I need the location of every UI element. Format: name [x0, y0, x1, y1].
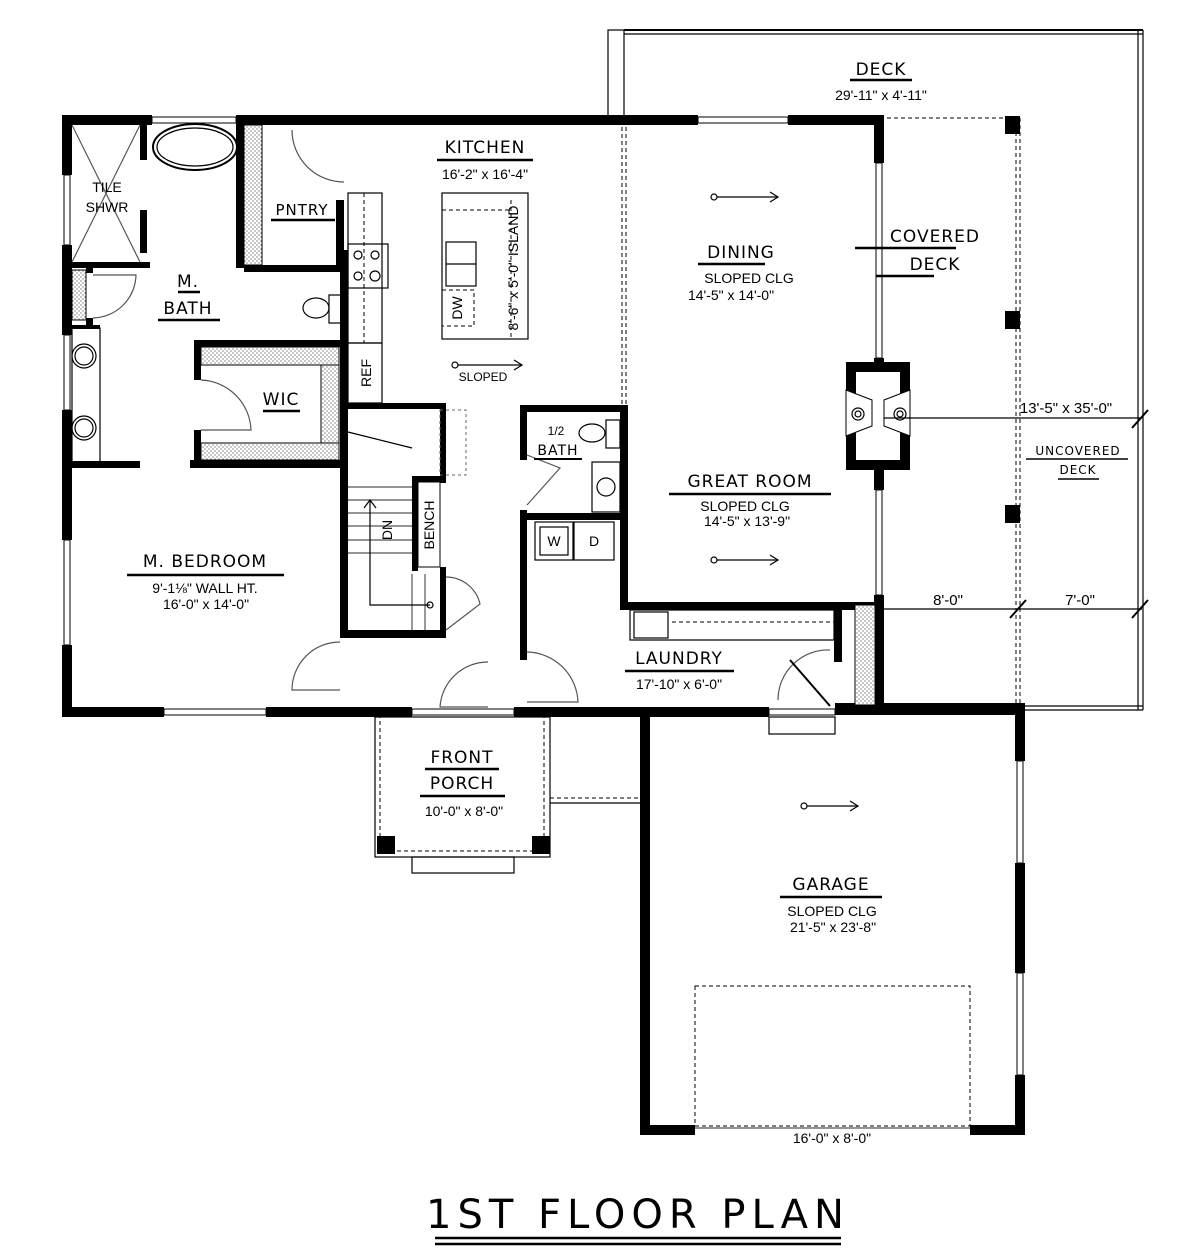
uncovered-deck-size: 13'-5" x 35'-0" [1020, 400, 1112, 417]
master-bedroom-wall-height: 9'-1⅛" WALL HT. [152, 580, 257, 596]
kitchen-size: 16'-2" x 16'-4" [442, 166, 528, 182]
bench-label: BENCH [421, 500, 437, 549]
fireplace [845, 362, 911, 470]
plan-title: 1ST FLOOR PLAN [426, 1192, 850, 1238]
covered-deck-line1: COVERED [890, 227, 980, 247]
dimension-lines [884, 409, 1149, 619]
wic-name: WIC [263, 390, 300, 410]
master-bath-line1: M. [177, 272, 199, 292]
deck-outline [607, 29, 1144, 711]
garage-size: 21'-5" x 23'-8" [790, 919, 876, 935]
plan-title-block: 1ST FLOOR PLAN [426, 1192, 850, 1246]
garage-door-size: 16'-0" x 8'-0" [793, 1130, 871, 1146]
deck-name: DECK [856, 60, 907, 80]
dryer-label: D [589, 533, 599, 549]
slope-arrows [451, 191, 860, 812]
kitchen-island [441, 192, 529, 340]
front-porch-line1: FRONT [430, 748, 493, 768]
great-room-ceiling: SLOPED CLG [700, 498, 789, 514]
dining-name: DINING [707, 243, 775, 263]
front-porch-size: 10'-0" x 8'-0" [425, 803, 503, 819]
garage-name: GARAGE [792, 875, 869, 895]
interior-walls [70, 118, 882, 708]
uncovered-deck-line1: UNCOVERED [1035, 444, 1120, 458]
garage-walls [640, 703, 1025, 1135]
great-room-size: 14'-5" x 13'-9" [704, 513, 790, 529]
deck-post [1005, 505, 1020, 523]
stairs-down-label: DN [379, 520, 395, 540]
kitchen-sloped-label: SLOPED [459, 370, 508, 384]
dining-size: 14'-5" x 14'-0" [688, 287, 774, 303]
deck-post [1005, 311, 1020, 329]
master-bath-line2: BATH [163, 299, 212, 319]
laundry-name: LAUNDRY [635, 649, 723, 669]
kitchen-name: KITCHEN [445, 138, 526, 158]
pantry-name: PNTRY [275, 201, 328, 219]
refrigerator-label: REF [358, 359, 374, 387]
half-bath-line1: 1/2 [548, 424, 565, 438]
covered-deck-line2: DECK [910, 255, 961, 275]
deck-dimension-left: 8'-0" [933, 592, 963, 609]
uncovered-deck-line2: DECK [1059, 463, 1096, 477]
deck-dimension-right: 7'-0" [1065, 592, 1095, 609]
front-porch-outline [374, 716, 640, 874]
washer-label: W [547, 533, 561, 549]
front-porch-line2: PORCH [430, 774, 494, 794]
half-bath-line2: BATH [537, 443, 578, 459]
deck-size: 29'-11" x 4'-11" [835, 87, 927, 103]
master-bedroom-name: M. BEDROOM [143, 552, 267, 572]
great-room-name: GREAT ROOM [687, 472, 812, 492]
dishwasher-label: DW [449, 296, 465, 320]
deck-post [1005, 116, 1020, 134]
tile-shower-line1: TILE [92, 179, 122, 195]
tile-shower-line2: SHWR [86, 199, 129, 215]
garage-ceiling: SLOPED CLG [787, 903, 876, 919]
master-bedroom-size: 16'-0" x 14'-0" [163, 596, 249, 612]
laundry-size: 17'-10" x 6'-0" [636, 676, 722, 692]
dining-ceiling: SLOPED CLG [704, 270, 793, 286]
room-labels: DECK 29'-11" x 4'-11" KITCHEN 16'-2" x 1… [86, 60, 1128, 1146]
island-label: 8'-6" x 5'-0" ISLAND [505, 206, 521, 331]
